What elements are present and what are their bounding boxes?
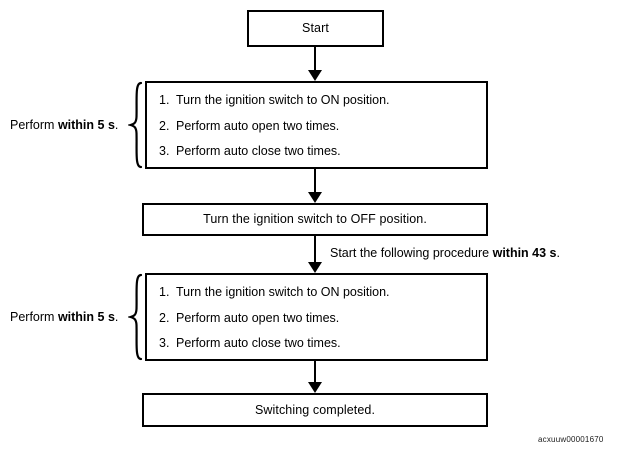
side-label-2-prefix: Perform xyxy=(10,310,58,324)
arrowhead-down-icon xyxy=(308,192,322,203)
list-item: 2. Perform auto open two times. xyxy=(159,119,478,133)
flow-node-ignition-off: Turn the ignition switch to OFF position… xyxy=(142,203,488,236)
side-label-2-emphasis: within 5 s xyxy=(57,310,115,324)
flow-node-switching-completed-label: Switching completed. xyxy=(254,402,376,417)
flow-node-procedure-2: 1. Turn the ignition switch to ON positi… xyxy=(145,273,488,361)
figure-reference-code: acxuuw00001670 xyxy=(538,435,604,444)
step-number: 1. xyxy=(159,285,170,300)
step-text: Turn the ignition switch to ON position. xyxy=(176,93,390,108)
flow-node-start: Start xyxy=(247,10,384,47)
flow-node-switching-completed: Switching completed. xyxy=(142,393,488,427)
side-label-2-suffix: . xyxy=(114,310,119,324)
flow-node-ignition-off-label: Turn the ignition switch to OFF position… xyxy=(203,212,427,226)
flow-node-procedure-1: 1. Turn the ignition switch to ON positi… xyxy=(145,81,488,169)
annotation-within-43s: Start the following procedure within 43 … xyxy=(330,246,560,261)
annotation-emphasis: within 43 s xyxy=(492,246,557,260)
curly-brace-group-2 xyxy=(128,273,144,361)
annotation-prefix: Start the following procedure xyxy=(330,246,493,260)
step-text: Perform auto open two times. xyxy=(176,118,340,133)
list-item: 2. Perform auto open two times. xyxy=(159,311,478,325)
step-text: Perform auto close two times. xyxy=(176,336,341,351)
step-text: Turn the ignition switch to ON position. xyxy=(176,285,390,300)
flow-node-start-label: Start xyxy=(302,21,329,35)
arrowhead-down-icon xyxy=(308,262,322,273)
arrowhead-down-icon xyxy=(308,382,322,393)
procedure-1-step-list: 1. Turn the ignition switch to ON positi… xyxy=(159,83,478,168)
side-label-1-prefix: Perform xyxy=(10,118,58,132)
arrowhead-down-icon xyxy=(308,70,322,81)
list-item: 1. Turn the ignition switch to ON positi… xyxy=(159,285,478,299)
side-label-perform-within-5s-2: Perform within 5 s. xyxy=(10,310,118,325)
list-item: 1. Turn the ignition switch to ON positi… xyxy=(159,93,478,107)
connector-ignition-off-to-procedure-2 xyxy=(314,236,316,264)
connector-procedure-2-to-completed xyxy=(314,361,316,384)
side-label-1-suffix: . xyxy=(114,118,119,132)
procedure-2-step-list: 1. Turn the ignition switch to ON positi… xyxy=(159,275,478,360)
step-number: 1. xyxy=(159,93,170,108)
step-text: Perform auto open two times. xyxy=(176,310,340,325)
connector-procedure-1-to-ignition-off xyxy=(314,169,316,194)
step-text: Perform auto close two times. xyxy=(176,144,341,159)
annotation-suffix: . xyxy=(556,246,560,260)
list-item: 3. Perform auto close two times. xyxy=(159,336,478,350)
step-number: 3. xyxy=(159,336,170,351)
side-label-perform-within-5s-1: Perform within 5 s. xyxy=(10,118,118,133)
list-item: 3. Perform auto close two times. xyxy=(159,144,478,158)
step-number: 2. xyxy=(159,118,170,133)
curly-brace-group-1 xyxy=(128,81,144,169)
step-number: 3. xyxy=(159,144,170,159)
connector-start-to-procedure-1 xyxy=(314,47,316,72)
step-number: 2. xyxy=(159,310,170,325)
side-label-1-emphasis: within 5 s xyxy=(57,118,115,132)
